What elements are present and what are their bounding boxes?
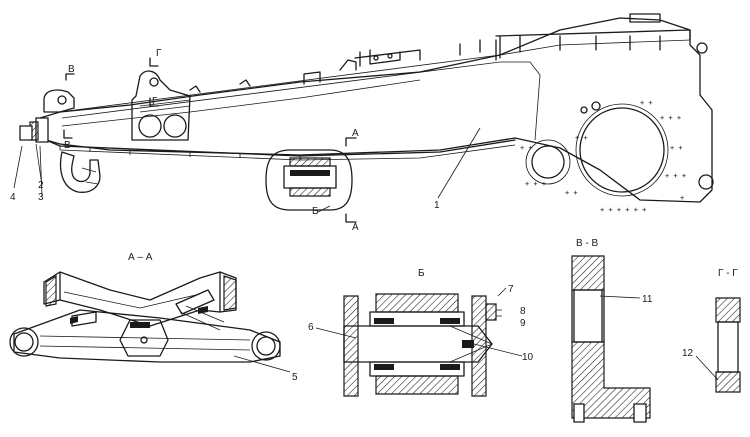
svg-text:+ +: + + — [575, 134, 588, 142]
main-frame-view: + + + + + + + + + + + + + + + + + + + + … — [10, 13, 714, 233]
callout-12: 12 — [682, 348, 694, 359]
mark-v-bottom: В — [64, 140, 71, 151]
svg-text:+ +: + + — [565, 189, 578, 197]
mark-v-top: В — [68, 64, 75, 75]
callout-9: 9 — [520, 318, 526, 329]
bolt-pattern: + + + + + + + + + + + + + + + + + + + + … — [520, 99, 686, 214]
callout-6: 6 — [308, 322, 314, 333]
callout-1: 1 — [434, 200, 440, 211]
mark-a-top: А — [352, 128, 359, 139]
callout-10: 10 — [522, 352, 534, 363]
svg-text:+: + — [680, 194, 684, 202]
svg-text:+ +: + + — [670, 144, 683, 152]
mark-a-bottom: А — [352, 222, 359, 233]
section-g-title: Г - Г — [718, 268, 738, 279]
detail-b-view: Б 6 7 8 9 10 — [308, 268, 534, 397]
callout-8: 8 — [520, 306, 526, 317]
svg-text:+ + + + + +: + + + + + + — [600, 206, 646, 214]
callout-7: 7 — [508, 284, 514, 295]
detail-b-bubble — [265, 149, 353, 211]
callout-5: 5 — [292, 372, 298, 383]
section-v-title: В - В — [576, 238, 599, 249]
callout-4: 4 — [10, 192, 16, 203]
section-a-view: А – А 5 — [9, 252, 298, 383]
callout-3: 3 — [38, 192, 44, 203]
section-g-view: Г - Г 12 — [682, 268, 741, 393]
mark-b-detail: Б — [312, 206, 319, 217]
callout-2: 2 — [38, 180, 44, 191]
svg-text:+ + +: + + + — [525, 180, 546, 188]
section-a-title: А – А — [128, 252, 153, 263]
section-v-view: В - В 11 — [571, 238, 653, 423]
detail-b-title: Б — [418, 268, 425, 279]
svg-text:+ +: + + — [520, 144, 533, 152]
svg-text:+ +: + + — [640, 99, 653, 107]
svg-text:+ + +: + + + — [665, 172, 686, 180]
mark-g-bottom: Г — [152, 96, 158, 107]
mark-g-top: Г — [156, 48, 162, 59]
svg-text:+ + +: + + + — [660, 114, 681, 122]
callout-11: 11 — [642, 294, 653, 305]
